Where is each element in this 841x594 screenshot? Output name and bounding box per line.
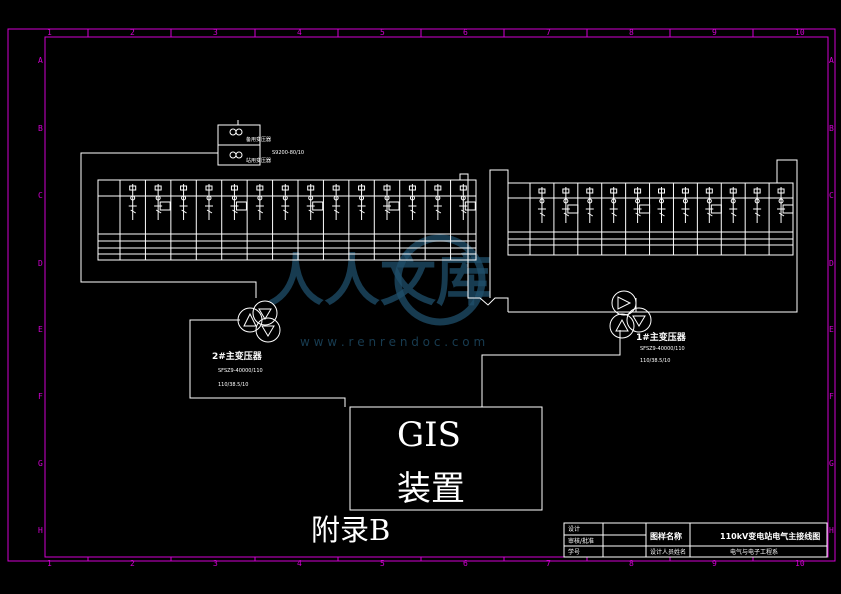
watermark-url: w w w . r e n r e n d o c . c o m [300,335,485,349]
gis-subtitle: 装置 [397,469,465,509]
zone-col-3: 3 [213,559,218,568]
zone-row-F: F [829,392,834,401]
switchgear-bay [170,180,188,260]
zone-col-6: 6 [463,28,468,37]
left-switchgear-panel [97,179,477,261]
title-block: 设计 审核/批准 学号 图样名称 110kV变电站电气主接线图 设计人员姓名 电… [563,522,828,558]
tb-review: 审核/批准 [568,537,594,545]
zone-row-B: B [829,124,834,133]
zone-col-10: 10 [795,28,805,37]
zone-row-E: E [38,325,43,334]
zone-col-1: 1 [47,28,52,37]
transformer-1-symbol [609,290,652,339]
zone-col-7: 7 [546,28,551,37]
tb-designer-label: 设计人员姓名 [650,548,686,556]
zone-row-E: E [829,325,834,334]
zone-col-2: 2 [130,559,135,568]
switchgear-bay [297,180,324,260]
switchgear-bay [625,183,651,255]
switchgear-bay [373,180,400,260]
zone-row-A: A [829,56,834,65]
tb-drawing-name-label: 图样名称 [650,531,682,541]
transformer-2-symbol [237,300,281,343]
zone-col-4: 4 [297,28,302,37]
zone-col-8: 8 [629,559,634,568]
switchgear-bay [399,180,417,260]
zone-row-D: D [38,259,43,268]
zone-row-H: H [829,526,834,535]
zone-col-6: 6 [463,559,468,568]
switchgear-bay [649,183,666,255]
zone-row-F: F [38,392,43,401]
zone-col-3: 3 [213,28,218,37]
zone-col-5: 5 [380,559,385,568]
zone-row-H: H [38,526,43,535]
connection-lines [80,120,798,407]
switchgear-bay [246,180,264,260]
station-transformer-box: 备用变压器 站用变压器 S9200-80/10 [217,124,304,166]
zone-col-5: 5 [380,28,385,37]
gis-title: GIS [397,415,461,455]
zone-col-8: 8 [629,28,634,37]
zone-col-9: 9 [712,28,717,37]
tb-design: 设计 [568,525,580,533]
transformer-2-model: SFSZ9-40000/110 [218,368,263,374]
watermark-text: 人人文库 [268,248,492,314]
switchgear-bay [696,183,722,255]
switchgear-bay [144,180,171,260]
transformer-1-model: SFSZ9-40000/110 [640,346,685,352]
switchgear-bay [553,183,579,255]
switchgear-bay [529,183,546,255]
zone-col-9: 9 [712,559,717,568]
box-ref: S9200-80/10 [272,150,304,156]
transformer-1-ratio: 110/38.5/10 [640,358,670,364]
transformer-1-label: 1#主变压器 [636,331,687,343]
switchgear-bay [221,180,247,260]
switchgear-bay [195,180,213,260]
switchgear-bay [672,183,690,255]
switchgear-bay [720,183,738,255]
switchgear-bay [768,183,794,255]
zone-row-A: A [38,56,43,65]
switchgear-bay [577,183,594,255]
zone-row-B: B [38,124,43,133]
zone-col-10: 10 [795,559,805,568]
zone-col-4: 4 [297,559,302,568]
switchgear-bay [272,180,290,260]
tb-drawing-name: 110kV变电站电气主接线图 [720,531,820,541]
transformer-2-ratio: 110/38.5/10 [218,382,248,388]
zone-row-G: G [829,459,834,468]
zone-col-2: 2 [130,28,135,37]
zone-row-C: C [829,191,834,200]
zone-row-C: C [38,191,43,200]
watermark-logo: 人人文库 w w w . r e n r e n d o c . c o m [268,234,492,349]
switchgear-bay [450,180,476,260]
zone-row-G: G [38,459,43,468]
zone-col-7: 7 [546,559,551,568]
appendix-label: 附录B [311,513,390,547]
switchgear-bay [348,180,366,260]
switchgear-bay [119,180,137,260]
switchgear-bay [424,180,442,260]
box-line2: 站用变压器 [246,157,271,164]
gis-box [349,406,543,511]
transformer-2-label: 2#主变压器 [212,350,263,362]
switchgear-bay [601,183,618,255]
tb-student-id: 学号 [568,548,580,556]
zone-row-D: D [829,259,834,268]
zone-col-1: 1 [47,559,52,568]
switchgear-bay [744,183,762,255]
inner-frame [44,36,829,558]
right-switchgear-panel [507,182,794,256]
tb-unit: 电气与电子工程系 [730,548,778,556]
switchgear-bay [322,180,341,260]
box-line1: 备用变压器 [246,136,271,143]
